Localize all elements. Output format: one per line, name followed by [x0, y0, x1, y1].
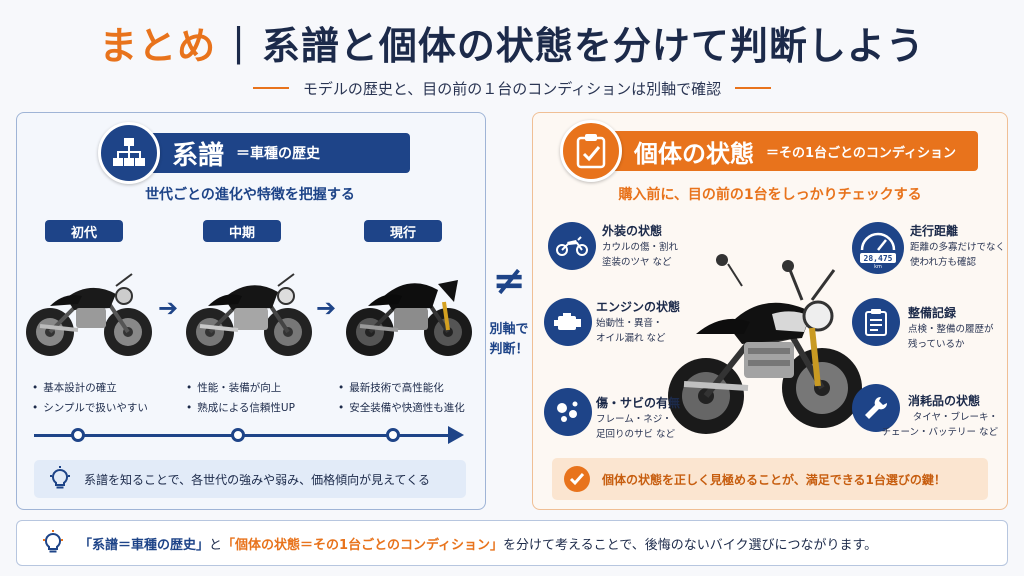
list-item: 性能・装備が向上 [186, 378, 295, 398]
hierarchy-icon [98, 122, 160, 184]
maintenance-desc-line: 点検・整備の履歴が [908, 324, 994, 335]
timeline-dot [231, 428, 245, 442]
title-main: 系譜と個体の状態を分けて判断しよう [261, 23, 925, 68]
condition-badge-subtitle: ＝その1台ごとのコンディション [766, 145, 957, 161]
mileage-desc-line: 使われ方も確認 [910, 257, 977, 268]
mileage-desc: 距離の多寡だけでなく 使われ方も確認 [910, 240, 1005, 270]
footer-tail: を分けて考えることで、後悔のないバイク選びにつながります。 [503, 537, 878, 553]
rust-desc-line: フレーム・ネジ・ [596, 414, 672, 425]
engine-desc-line: オイル漏れ など [596, 333, 666, 344]
lineage-note: 系譜を知ることで、各世代の強みや弱み、価格傾向が見えてくる [34, 460, 466, 498]
subtitle-dash-right [735, 87, 772, 89]
rust-desc: フレーム・ネジ・ 足回りのサビ など [596, 412, 675, 442]
motorcycle-main-image [668, 254, 862, 434]
odometer-icon: 28,475 km [852, 222, 904, 274]
list-item: 最新技術で高性能化 [338, 378, 465, 398]
lineage-badge-title: 系譜 [172, 140, 225, 171]
engine-title: エンジンの状態 [596, 300, 681, 314]
condition-note-text: 個体の状態を正しく見極めることが、満足できる1台選びの鍵！ [602, 472, 946, 487]
arrow-right-icon: ➔ [158, 294, 179, 322]
engine-desc-line: 始動性・異音・ [596, 318, 663, 329]
exterior-desc-line: 塗装のツヤ など [602, 257, 672, 268]
title-separator: | [232, 20, 246, 64]
timeline-dot [386, 428, 400, 442]
footer-lineage-quote: 「系譜＝車種の歴史」 [79, 537, 210, 553]
timeline-dot [71, 428, 85, 442]
engine-icon [544, 298, 592, 346]
condition-badge-title: 個体の状態 [634, 139, 754, 168]
page-subtitle: モデルの歴史と、目の前の１台のコンディションは別軸で確認 [0, 76, 1024, 100]
lineage-badge-subtitle: ＝車種の歴史 [236, 146, 321, 162]
mileage-title: 走行距離 [910, 224, 959, 238]
gen-tag-current: 現行 [364, 220, 442, 242]
consumables-title: 消耗品の状態 [908, 394, 981, 408]
rust-desc-line: 足回りのサビ など [596, 429, 676, 440]
separate-axis-line1: 別軸で [489, 322, 529, 337]
separate-axis-label: 別軸で 判断！ [484, 320, 534, 360]
exterior-desc-line: カウルの傷・割れ [602, 242, 679, 253]
gen-tag-first: 初代 [45, 220, 123, 242]
not-equal-icon: ≠ [492, 258, 526, 304]
gen-tag-middle: 中期 [203, 220, 281, 242]
engine-desc: 始動性・異音・ オイル漏れ など [596, 316, 666, 346]
gen-first-points: 基本設計の確立 シンプルで扱いやすい [32, 378, 148, 418]
arrow-right-icon: ➔ [316, 294, 337, 322]
lightbulb-icon [42, 466, 78, 492]
subtitle-text: モデルの歴史と、目の前の１台のコンディションは別軸で確認 [302, 79, 722, 98]
list-item: シンプルで扱いやすい [32, 398, 148, 418]
rust-title: 傷・サビの有無 [596, 396, 681, 410]
check-icon [564, 466, 590, 492]
exterior-title: 外装の状態 [602, 224, 663, 238]
lineage-subtitle: 世代ごとの進化や特徴を把握する [145, 187, 355, 203]
motorcycle-current-gen-image [346, 280, 472, 356]
motorcycle-icon [548, 222, 596, 270]
separate-axis-line2: 判断！ [489, 342, 529, 357]
checklist-icon [560, 120, 622, 182]
maintenance-desc-line: 残っているか [908, 339, 965, 350]
list-item: 基本設計の確立 [32, 378, 148, 398]
gen-middle-points: 性能・装備が向上 熟成による信頼性UP [186, 378, 295, 418]
wrench-icon [852, 384, 900, 432]
lightbulb-icon [35, 530, 71, 556]
timeline-arrow-icon [448, 426, 464, 444]
maintenance-desc: 点検・整備の履歴が 残っているか [908, 322, 994, 352]
page-title: まとめ | 系譜と個体の状態を分けて判断しよう [0, 14, 1024, 70]
footer-condition-quote: 「個体の状態＝その1台ごとのコンディション」 [222, 537, 504, 553]
lineage-note-text: 系譜を知ることで、各世代の強みや弱み、価格傾向が見えてくる [84, 472, 430, 487]
summary-footer: 「系譜＝車種の歴史」 と 「個体の状態＝その1台ごとのコンディション」 を分けて… [16, 520, 1008, 566]
footer-and: と [209, 537, 223, 553]
rust-spots-icon [544, 388, 592, 436]
list-item: 安全装備や快適性も進化 [338, 398, 465, 418]
condition-badge: 個体の状態 ＝その1台ごとのコンディション [594, 131, 978, 171]
odometer-unit: km [874, 264, 882, 268]
condition-subtitle: 購入前に、目の前の1台をしっかりチェックする [618, 187, 922, 203]
condition-note: 個体の状態を正しく見極めることが、満足できる1台選びの鍵！ [552, 458, 988, 500]
exterior-desc: カウルの傷・割れ 塗装のツヤ など [602, 240, 678, 270]
motorcycle-middle-gen-image [186, 273, 312, 356]
list-item: 熟成による信頼性UP [186, 398, 295, 418]
consumables-desc-line: タイヤ・ブレーキ・ [912, 412, 998, 423]
gen-current-points: 最新技術で高性能化 安全装備や快適性も進化 [338, 378, 465, 418]
subtitle-dash-left [252, 87, 289, 89]
title-accent: まとめ [99, 23, 217, 68]
maintenance-title: 整備記録 [908, 306, 957, 320]
consumables-desc-line: チェーン・バッテリー など [881, 427, 998, 438]
lineage-badge: 系譜 ＝車種の歴史 [132, 133, 410, 173]
mileage-desc-line: 距離の多寡だけでなく [910, 242, 1006, 253]
clipboard-icon [852, 298, 900, 346]
odometer-reading: 28,475 [864, 254, 893, 263]
motorcycle-first-gen-image [26, 273, 152, 356]
consumables-desc: タイヤ・ブレーキ・ チェーン・バッテリー など [880, 410, 998, 440]
